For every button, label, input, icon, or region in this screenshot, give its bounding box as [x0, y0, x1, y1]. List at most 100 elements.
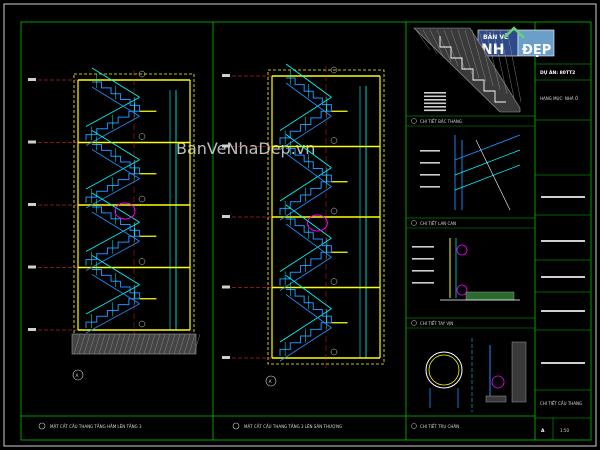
- detail2-rail-2: [454, 149, 521, 176]
- detail1-note: [424, 109, 446, 112]
- section2-flight-b-steps: [286, 148, 332, 182]
- section2-level-tag: [222, 215, 230, 218]
- section1-flight-a-steps: [85, 110, 140, 141]
- section1-level-tag: [28, 140, 36, 144]
- section1-level-tag: [28, 265, 36, 269]
- detail1-hatch: [429, 29, 445, 59]
- detail4-footing: [485, 395, 507, 403]
- section2-flight-a-slab: [279, 115, 332, 150]
- section1-level-tag: [28, 78, 36, 81]
- section1-foundation-hatch: [168, 333, 176, 355]
- detail-railing: [420, 134, 521, 211]
- detail3-note: [412, 270, 434, 272]
- detail1-hatch: [506, 29, 522, 103]
- section1-foundation-hatch: [128, 333, 136, 355]
- section1-foundation-hatch: [113, 333, 121, 355]
- section2-callout: [306, 214, 328, 232]
- section2-flight-b-slab: [285, 223, 332, 258]
- detail3-note: [412, 246, 434, 248]
- detail-handrail: [412, 238, 520, 301]
- section1-level-symbol: [138, 195, 146, 203]
- section1-flight-a-handrail: [85, 159, 140, 190]
- section1-foundation-hatch: [108, 333, 116, 355]
- section1-level-symbol: [138, 320, 146, 328]
- section2-flight-b-steps: [286, 289, 332, 323]
- section1-flight-b-steps: [92, 269, 141, 299]
- section1-foundation-hatch: [123, 333, 131, 355]
- section1-foundation-hatch: [158, 333, 166, 355]
- section1-foundation-hatch: [133, 333, 141, 355]
- section2-flight-a-handrail: [279, 167, 332, 202]
- outer-frame: [3, 3, 597, 447]
- section2-level-symbol: [330, 137, 338, 144]
- detail1-hatch: [485, 29, 501, 91]
- detail1-step-profile: [439, 36, 506, 103]
- detail3-callout-bottom: [456, 284, 468, 296]
- view-caption-2: MẶT CẮT CẦU THANG TẦNG 3 LÊN SÂN THƯỢNG: [232, 422, 342, 430]
- detail-caption-3-text: CHI TIẾT TAY VỊN: [420, 320, 453, 326]
- detail2-note: [420, 162, 440, 164]
- grid-marker-2: A: [265, 375, 277, 387]
- section2-flight-a-handrail: [279, 308, 332, 343]
- section2-level-tag: [222, 356, 230, 359]
- section2-level-tag: [222, 74, 230, 77]
- title-block-scale: 1:50: [560, 428, 569, 433]
- section1-foundation-hatch: [143, 333, 151, 355]
- detail1-hatch: [415, 29, 431, 51]
- section1-foundation-hatch: [183, 333, 191, 355]
- detail3-base: [465, 291, 515, 301]
- section1-foundation-hatch: [93, 333, 101, 355]
- section1-callout: [114, 202, 136, 220]
- section1-flight-b-handrail: [91, 255, 140, 286]
- section1-flight-b-steps: [92, 144, 141, 174]
- detail2-note: [420, 186, 440, 188]
- title-block-hangmuc: HẠNG MỤC: NHÀ Ở: [540, 96, 579, 101]
- section2-flight-b-handrail: [285, 204, 332, 239]
- detail2-note: [420, 174, 440, 176]
- section2-flight-a-steps: [279, 322, 332, 356]
- grid-marker-1-label: A: [76, 373, 79, 378]
- section2-flight-a-steps: [279, 110, 332, 145]
- section1-foundation-hatch: [178, 333, 186, 355]
- title-block-project: DỰ ÁN: 80TT2: [540, 69, 575, 76]
- section1-foundation-hatch: [73, 333, 81, 355]
- view-caption-1: MẶT CẮT CẦU THANG TẦNG HẦM LÊN TẦNG 3: [38, 422, 142, 430]
- section2-flight-a-slab: [279, 186, 332, 221]
- section2-flight-b-steps: [286, 77, 332, 112]
- section2-level-tag: [222, 144, 230, 148]
- section1-foundation-hatch: [193, 333, 201, 355]
- section1-level-tag: [28, 203, 36, 206]
- detail-caption-2: CHI TIẾT LAN CAN: [411, 220, 456, 226]
- stair-section-1: [28, 67, 201, 355]
- house-roof-icon: [503, 26, 525, 39]
- section2-level-symbol: [330, 348, 338, 356]
- section1-foundation-hatch: [88, 333, 96, 355]
- section1-flight-a-slab: [85, 303, 140, 334]
- detail2-rail-3: [454, 164, 521, 191]
- section1-flight-b-slab: [91, 86, 140, 117]
- section1-foundation-hatch: [173, 333, 181, 355]
- detail4-pipe-outer: [425, 351, 463, 389]
- logo-text-left: NH: [481, 42, 504, 58]
- section2-flight-a-handrail: [279, 96, 332, 131]
- section1-flight-a-slab: [85, 115, 140, 146]
- section1-foundation-hatch: [78, 333, 86, 355]
- detail1-note: [424, 99, 446, 101]
- section2-level-symbol: [330, 278, 338, 285]
- section1-foundation-hatch: [163, 333, 171, 355]
- brand-logo: BẢN VẼ NH ĐẸP: [477, 26, 555, 58]
- section1-flight-b-steps: [92, 206, 141, 237]
- section1-level-symbol: [138, 70, 146, 78]
- detail-caption-3: CHI TIẾT TAY VỊN: [411, 320, 453, 326]
- section1-foundation-hatch: [103, 333, 111, 355]
- section1-flight-b-handrail: [91, 130, 140, 161]
- section1-flight-b-slab: [91, 211, 140, 242]
- detail4-callout: [491, 375, 505, 389]
- logo-text-right: ĐẸP: [522, 43, 551, 58]
- section2-level-symbol: [330, 207, 338, 215]
- section1-flight-b-slab: [91, 149, 140, 180]
- grid-marker-2-label: A: [269, 379, 272, 384]
- stair-section-2: [222, 63, 385, 368]
- section1-level-tag: [28, 328, 36, 331]
